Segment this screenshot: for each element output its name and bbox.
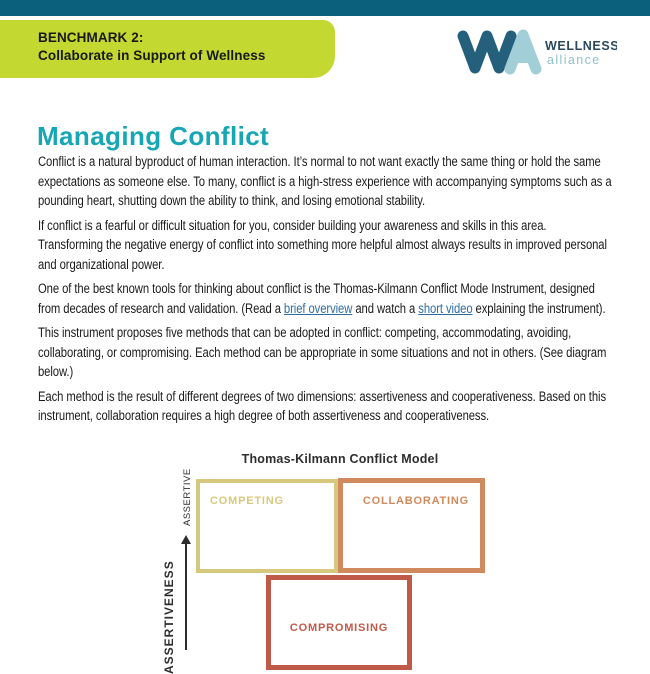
paragraph-tki-instrument: One of the best known tools for thinking… bbox=[38, 279, 614, 318]
paragraph-five-methods: This instrument proposes five methods th… bbox=[38, 325, 607, 379]
assertiveness-axis-line bbox=[185, 543, 187, 650]
benchmark-label: BENCHMARK 2: bbox=[38, 30, 144, 45]
top-teal-bar bbox=[0, 0, 650, 16]
wellness-alliance-logo: WELLNESS alliance bbox=[455, 27, 619, 75]
tki-text-pre: One of the best known tools for thinking… bbox=[38, 281, 595, 316]
assertiveness-axis-label: ASSERTIVENESS bbox=[162, 560, 176, 674]
tki-text-post: explaining the instrument). bbox=[472, 300, 606, 316]
paragraph-intro: Conflict is a natural byproduct of human… bbox=[38, 154, 612, 208]
assertiveness-axis-arrow-icon bbox=[181, 535, 191, 544]
collaborating-label: COLLABORATING bbox=[362, 495, 469, 507]
assertive-axis-label: ASSERTIVE bbox=[182, 468, 193, 526]
tki-text-mid: and watch a bbox=[352, 300, 419, 316]
collaborating-box: COLLABORATING bbox=[338, 478, 485, 573]
benchmark-subtitle: Collaborate in Support of Wellness bbox=[38, 48, 266, 63]
competing-label: COMPETING bbox=[210, 495, 284, 507]
body-copy: Conflict is a natural byproduct of human… bbox=[38, 152, 614, 431]
brief-overview-link[interactable]: brief overview bbox=[283, 300, 353, 316]
competing-box: COMPETING bbox=[196, 479, 338, 573]
short-video-link[interactable]: short video bbox=[418, 300, 473, 316]
benchmark-banner: BENCHMARK 2: Collaborate in Support of W… bbox=[0, 20, 335, 78]
paragraph-building-skills: If conflict is a fearful or difficult si… bbox=[38, 217, 607, 272]
compromising-label: COMPROMISING bbox=[289, 622, 389, 634]
logo-wordmark-wellness: WELLNESS bbox=[545, 39, 617, 53]
compromising-box: COMPROMISING bbox=[266, 575, 412, 670]
logo-wordmark-alliance: alliance bbox=[547, 53, 601, 67]
diagram-title: Thomas-Kilmann Conflict Model bbox=[241, 452, 439, 466]
wellness-alliance-logo-icon: WELLNESS alliance bbox=[457, 29, 619, 75]
page-title: Managing Conflict bbox=[37, 121, 270, 152]
paragraph-two-dimensions: Each method is the result of different d… bbox=[38, 388, 607, 424]
